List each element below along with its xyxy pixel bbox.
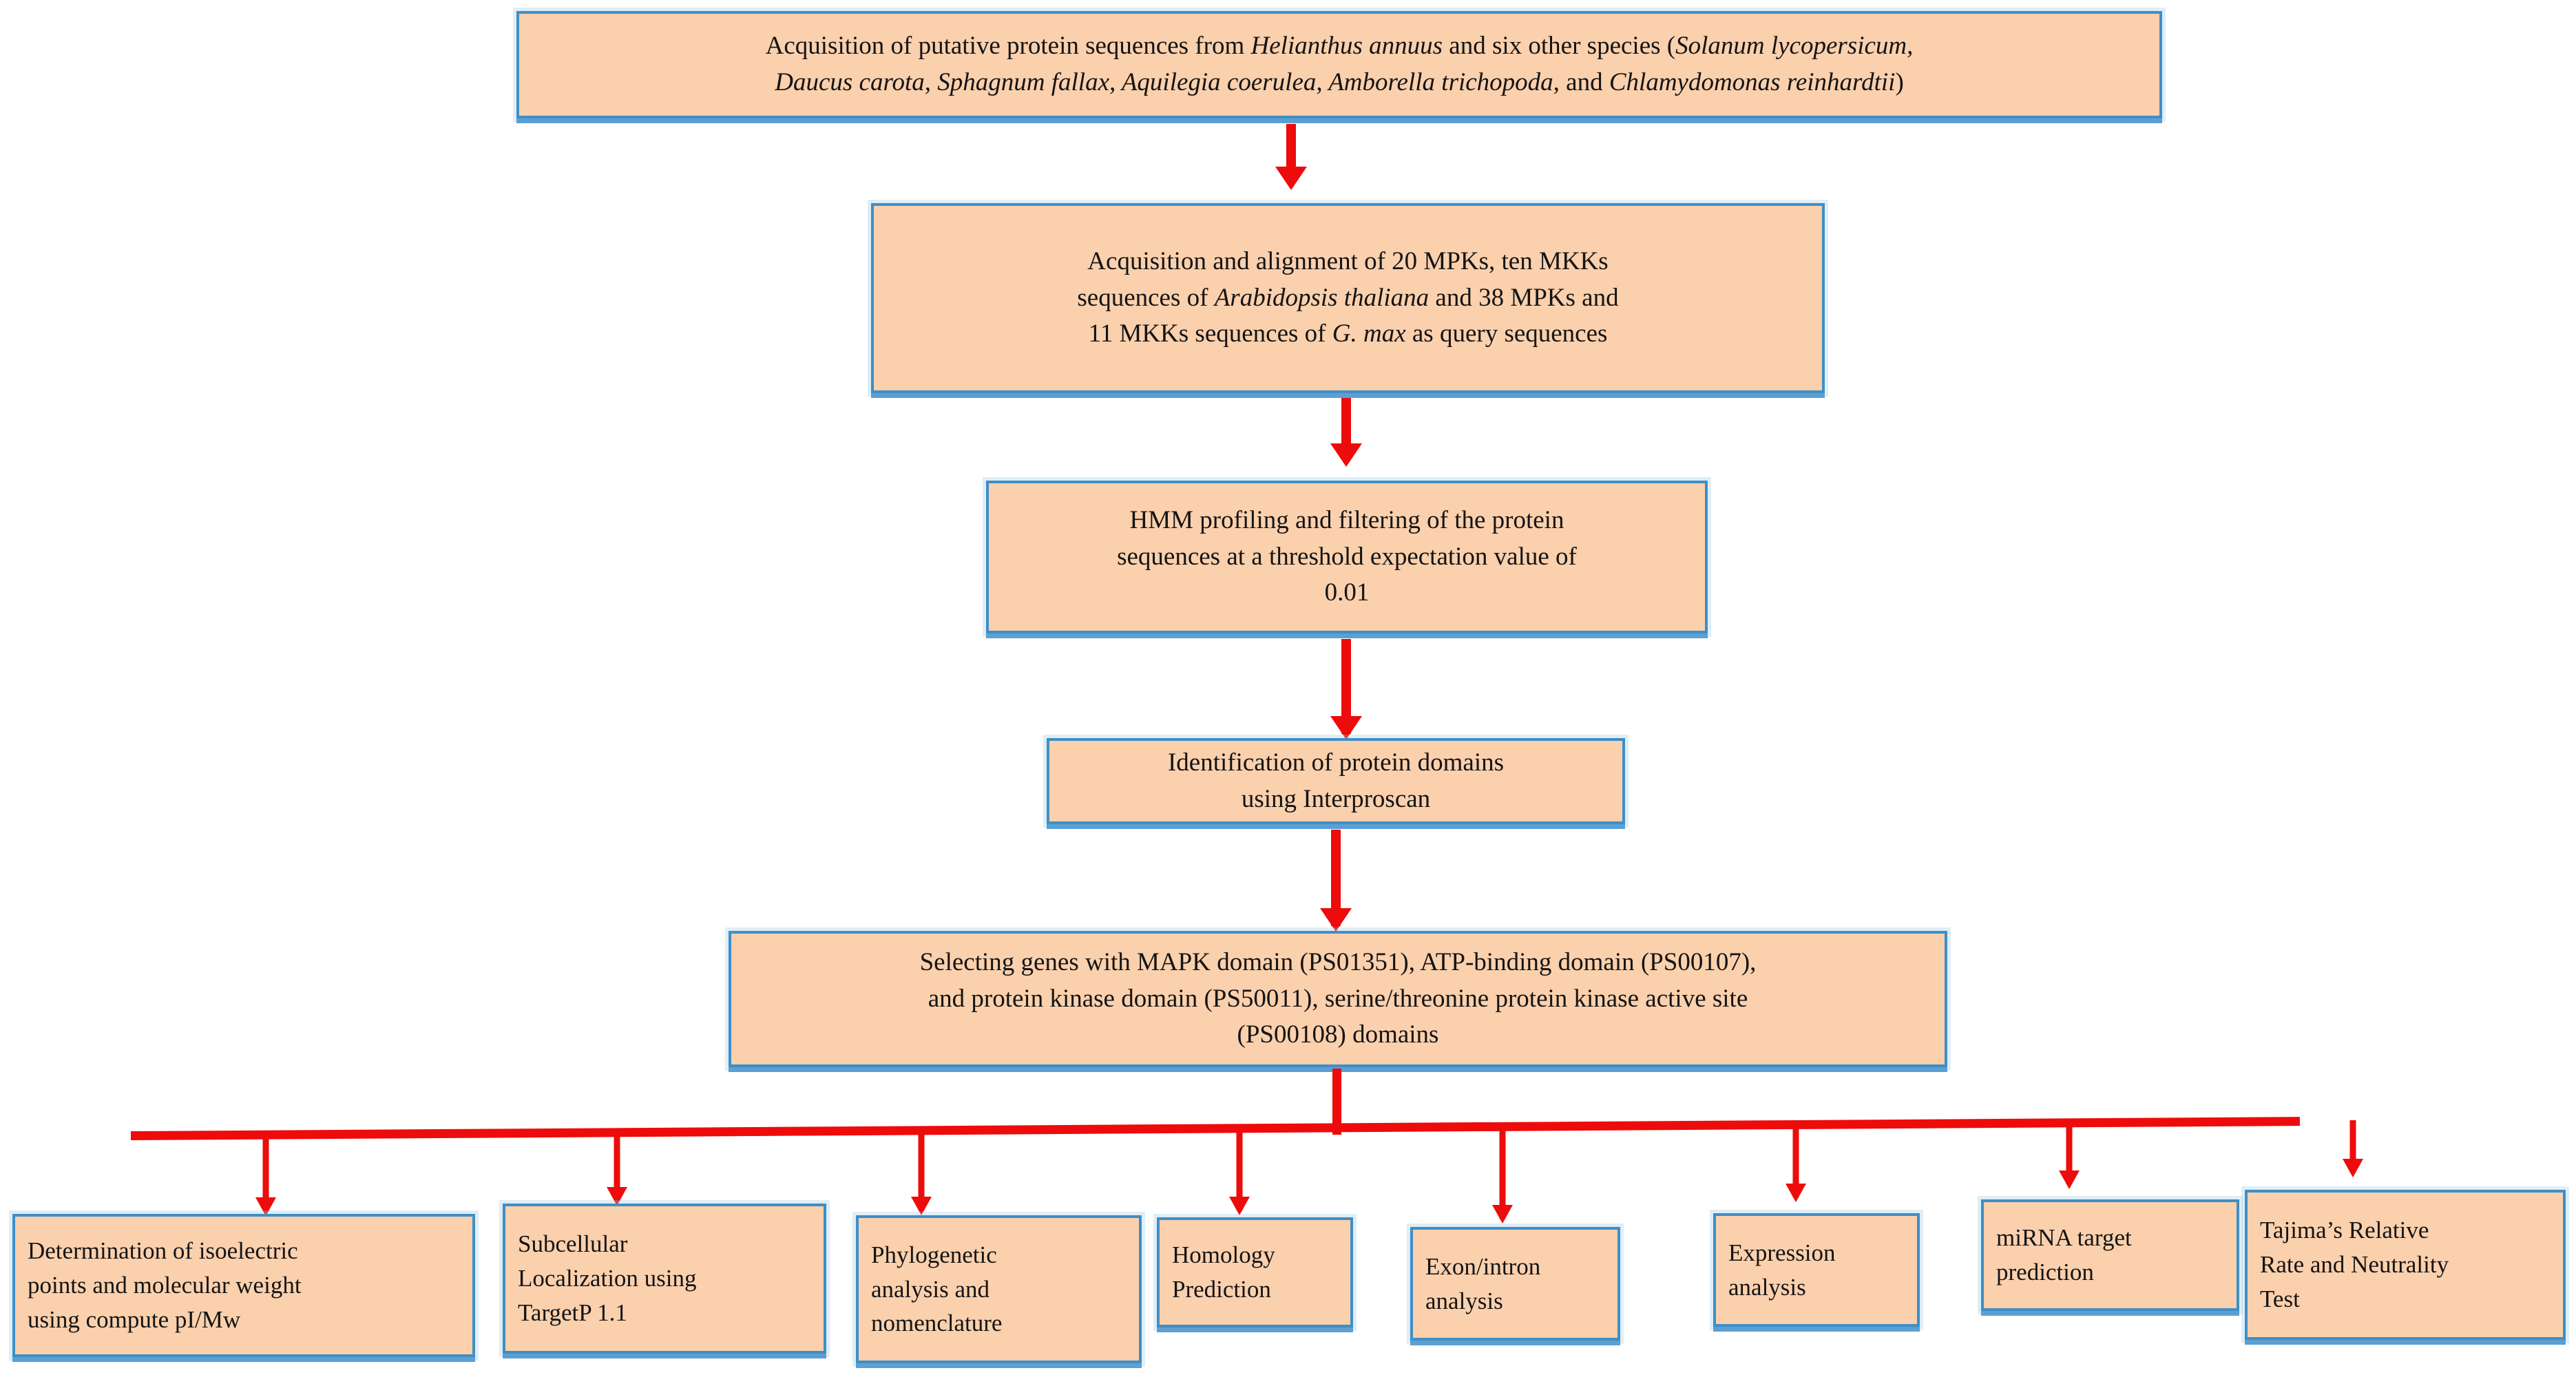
arrow-shaft bbox=[1341, 398, 1351, 457]
arrow-head bbox=[1229, 1197, 1250, 1215]
step1-line1-part-a: Acquisition of putative protein sequence… bbox=[765, 32, 1251, 61]
arrow-head bbox=[1492, 1205, 1513, 1224]
arrow-head bbox=[2059, 1170, 2080, 1189]
arrow-head bbox=[1330, 443, 1362, 467]
arrow-shaft bbox=[2349, 1120, 2356, 1173]
branch1-line2: points and molecular weight bbox=[28, 1272, 302, 1299]
flow-node-text: Phylogenetic analysis and nomenclature bbox=[871, 1238, 1127, 1341]
step2-line2-part-a: sequences of bbox=[1077, 283, 1215, 312]
branch5-line1: Exon/intron bbox=[1425, 1252, 1541, 1280]
step1-line1-part-b: and six other species ( bbox=[1443, 32, 1676, 61]
arrow-shaft bbox=[614, 1135, 620, 1201]
flow-node-text: Exon/intron analysis bbox=[1425, 1250, 1605, 1318]
branch-bus bbox=[130, 1117, 2300, 1140]
arrow-head bbox=[2343, 1159, 2363, 1177]
step2-species-gmax: G. max bbox=[1332, 319, 1406, 348]
flow-node-phylogenetic-analysis[interactable]: Phylogenetic analysis and nomenclature bbox=[856, 1215, 1142, 1363]
step5-line3: (PS00108) domains bbox=[1237, 1020, 1439, 1049]
step1-species-list: Daucus carota, Sphagnum fallax, Aquilegi… bbox=[775, 68, 1560, 96]
flow-node-acquisition-and-alignment[interactable]: Acquisition and alignment of 20 MPKs, te… bbox=[871, 203, 1825, 393]
flow-node-acquisition-of-sequences[interactable]: Acquisition of putative protein sequence… bbox=[516, 11, 2162, 118]
branch3-line3: nomenclature bbox=[871, 1310, 1003, 1337]
flow-node-exon-intron-analysis[interactable]: Exon/intron analysis bbox=[1410, 1227, 1620, 1341]
branch2-line1: Subcellular bbox=[518, 1230, 628, 1258]
arrow-shaft bbox=[1341, 639, 1351, 734]
arrow-head bbox=[607, 1187, 627, 1206]
flow-node-subcellular-localization[interactable]: Subcellular Localization using TargetP 1… bbox=[503, 1204, 826, 1354]
flow-node-tajima-relative-rate-test[interactable]: Tajima’s Relative Rate and Neutrality Te… bbox=[2245, 1190, 2566, 1340]
arrow-shaft bbox=[262, 1138, 269, 1211]
flow-node-hmm-profiling[interactable]: HMM profiling and filtering of the prote… bbox=[986, 481, 1708, 633]
arrow-head bbox=[1786, 1184, 1806, 1202]
branch3-line1: Phylogenetic bbox=[871, 1241, 997, 1268]
flow-node-text: Subcellular Localization using TargetP 1… bbox=[518, 1227, 811, 1330]
branch5-line2: analysis bbox=[1425, 1287, 1503, 1314]
step3-line1: HMM profiling and filtering of the prote… bbox=[1129, 506, 1564, 535]
branch6-line1: Expression bbox=[1728, 1239, 1836, 1266]
step4-line1: Identification of protein domains bbox=[1167, 748, 1505, 777]
arrow-shaft bbox=[1236, 1130, 1243, 1210]
arrow-head bbox=[911, 1197, 932, 1215]
arrow-shaft bbox=[918, 1133, 925, 1210]
flow-node-text: Acquisition of putative protein sequence… bbox=[532, 28, 2147, 101]
step2-line3-part-a: 11 MKKs sequences of bbox=[1088, 319, 1332, 348]
arrow-shaft bbox=[1331, 830, 1341, 926]
flow-node-determination-of-isoelectric-points[interactable]: Determination of isoelectric points and … bbox=[12, 1214, 475, 1357]
step1-species-helianthus: Helianthus annuus bbox=[1250, 32, 1443, 61]
flow-node-text: miRNA target prediction bbox=[1996, 1221, 2224, 1289]
step1-line2-close: ) bbox=[1895, 68, 1904, 96]
branch7-line2: prediction bbox=[1996, 1259, 2094, 1285]
branch4-line2: Prediction bbox=[1172, 1276, 1271, 1303]
step2-line1: Acquisition and alignment of 20 MPKs, te… bbox=[1087, 247, 1609, 276]
arrow-head bbox=[1275, 167, 1307, 190]
step2-line2-part-b: and 38 MPKs and bbox=[1429, 283, 1619, 312]
arrow-head bbox=[255, 1197, 276, 1216]
branch1-line1: Determination of isoelectric bbox=[28, 1237, 298, 1265]
branch-stem bbox=[1332, 1069, 1341, 1135]
flow-node-expression-analysis[interactable]: Expression analysis bbox=[1713, 1213, 1920, 1327]
step3-line2: sequences at a threshold expectation val… bbox=[1117, 542, 1577, 571]
flow-node-text: Determination of isoelectric points and … bbox=[28, 1234, 460, 1336]
flow-node-text: Tajima’s Relative Rate and Neutrality Te… bbox=[2260, 1213, 2551, 1316]
arrow-shaft bbox=[1499, 1128, 1506, 1219]
flow-node-text: Selecting genes with MAPK domain (PS0135… bbox=[744, 945, 1932, 1053]
step5-line1: Selecting genes with MAPK domain (PS0135… bbox=[919, 948, 1757, 977]
flow-node-homology-prediction[interactable]: Homology Prediction bbox=[1157, 1217, 1353, 1327]
step5-line2: and protein kinase domain (PS50011), ser… bbox=[928, 984, 1748, 1013]
arrow-head bbox=[1320, 908, 1352, 932]
branch8-line1: Tajima’s Relative bbox=[2260, 1217, 2429, 1244]
branch2-line3: TargetP 1.1 bbox=[518, 1299, 627, 1326]
step1-species-chlamydomonas: Chlamydomonas reinhardtii bbox=[1609, 68, 1896, 96]
flow-node-text: Identification of protein domains using … bbox=[1062, 745, 1610, 817]
step2-species-arabidopsis: Arabidopsis thaliana bbox=[1214, 283, 1430, 312]
arrow-shaft bbox=[1286, 124, 1296, 180]
step3-line3-threshold: 0.01 bbox=[1324, 578, 1370, 607]
arrow-shaft bbox=[1792, 1126, 1799, 1197]
branch2-line2: Localization using bbox=[518, 1265, 697, 1292]
branch1-line3: using compute pI/Mw bbox=[28, 1305, 241, 1333]
arrow-head bbox=[1330, 716, 1362, 739]
step1-line2-tail: and bbox=[1559, 68, 1609, 96]
branch7-line1: miRNA target bbox=[1996, 1224, 2132, 1252]
flow-node-mirna-target-prediction[interactable]: miRNA target prediction bbox=[1981, 1199, 2239, 1311]
branch8-line3: Test bbox=[2260, 1285, 2300, 1312]
step4-line2: using Interproscan bbox=[1241, 784, 1431, 813]
arrow-shaft bbox=[2066, 1123, 2073, 1184]
branch3-line2: analysis and bbox=[871, 1275, 990, 1303]
flow-node-text: Homology Prediction bbox=[1172, 1238, 1338, 1306]
branch8-line2: Rate and Neutrality bbox=[2260, 1251, 2449, 1279]
branch4-line1: Homology bbox=[1172, 1241, 1275, 1269]
flow-node-selecting-genes-with-domains[interactable]: Selecting genes with MAPK domain (PS0135… bbox=[729, 931, 1947, 1067]
flow-node-text: HMM profiling and filtering of the prote… bbox=[1001, 503, 1693, 611]
branch6-line2: analysis bbox=[1728, 1273, 1806, 1301]
flow-node-identification-of-protein-domains[interactable]: Identification of protein domains using … bbox=[1047, 738, 1625, 824]
flow-node-text: Acquisition and alignment of 20 MPKs, te… bbox=[886, 244, 1810, 353]
step1-species-solanum: Solanum lycopersicum, bbox=[1675, 32, 1914, 61]
step2-line3-part-b: as query sequences bbox=[1405, 319, 1608, 348]
flow-node-text: Expression analysis bbox=[1728, 1236, 1905, 1304]
